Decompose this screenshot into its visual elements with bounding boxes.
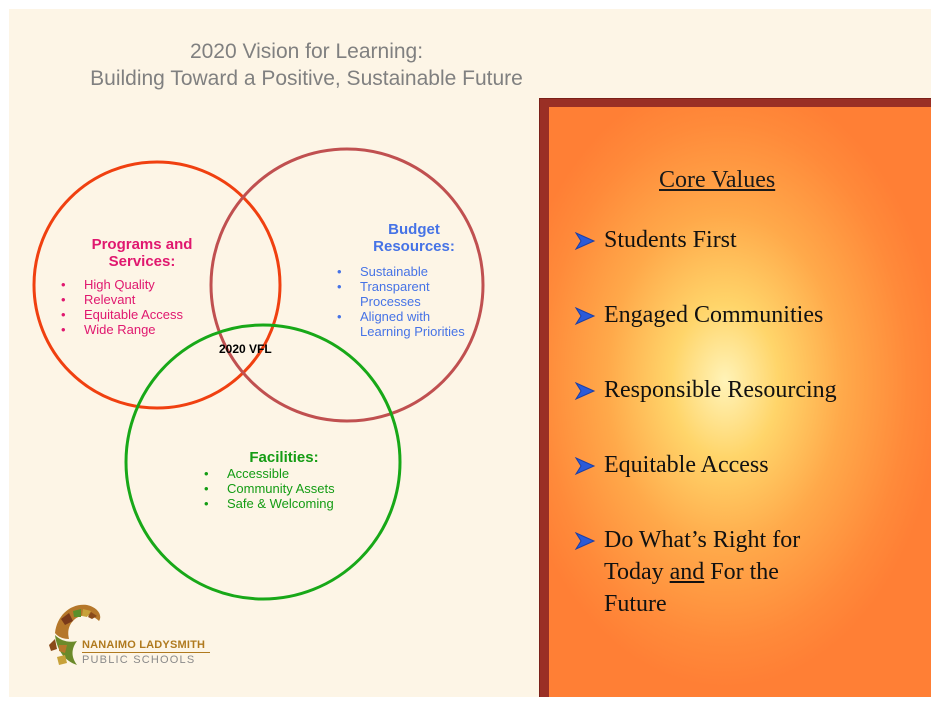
core-values-title: Core Values [659, 167, 776, 193]
core-values-panel: Core Values Students First Engaged Commu… [540, 99, 931, 697]
slide-title-line2: Building Toward a Positive, Sustainable … [90, 67, 523, 90]
core-value-item: Equitable Access [574, 450, 769, 481]
arrow-bullet-icon [574, 532, 596, 551]
venn-center-label: 2020 VFL [219, 342, 272, 356]
programs-list: High Quality Relevant Equitable Access W… [59, 277, 229, 337]
list-item: High Quality [59, 277, 229, 292]
list-item: Safe & Welcoming [202, 496, 342, 511]
slide: 2020 Vision for Learning: Building Towar… [9, 9, 931, 697]
list-item: Transparent Processes [335, 279, 465, 309]
list-item: Accessible [202, 466, 342, 481]
core-value-item-continued: Future [604, 591, 667, 617]
arrow-bullet-icon [574, 382, 596, 401]
list-item: Community Assets [202, 481, 342, 496]
list-item: Aligned with Learning Priorities [335, 309, 465, 339]
core-value-item: Engaged Communities [574, 300, 823, 331]
facilities-heading: Facilities: [249, 449, 319, 466]
core-value-item-continued: Today and For the [604, 559, 779, 585]
arrow-bullet-icon [574, 232, 596, 251]
logo-text-line2: PUBLIC SCHOOLS [82, 654, 196, 666]
budget-heading-line2: Resources: [373, 238, 455, 255]
list-item: Relevant [59, 292, 229, 307]
arrow-bullet-icon [574, 307, 596, 326]
core-value-item: Responsible Resourcing [574, 375, 837, 406]
venn-diagram [32, 147, 485, 601]
budget-heading-line1: Budget [388, 221, 440, 238]
slide-title-line1: 2020 Vision for Learning: [189, 40, 424, 63]
arrow-bullet-icon [574, 457, 596, 476]
facilities-circle [124, 323, 402, 601]
programs-circle [32, 160, 282, 410]
salmon-logo-icon [49, 604, 101, 665]
core-value-item: Students First [574, 225, 737, 256]
facilities-list: Accessible Community Assets Safe & Welco… [202, 466, 342, 511]
list-item: Equitable Access [59, 307, 229, 322]
list-item: Sustainable [335, 264, 465, 279]
budget-list: Sustainable Transparent Processes Aligne… [335, 264, 465, 339]
core-values-background: Core Values Students First Engaged Commu… [549, 107, 931, 697]
programs-heading: Programs and Services: [91, 236, 193, 270]
core-value-item: Do What’s Right for [574, 525, 800, 556]
logo-divider [82, 652, 210, 653]
logo-text-line1: NANAIMO LADYSMITH [82, 639, 206, 651]
list-item: Wide Range [59, 322, 229, 337]
